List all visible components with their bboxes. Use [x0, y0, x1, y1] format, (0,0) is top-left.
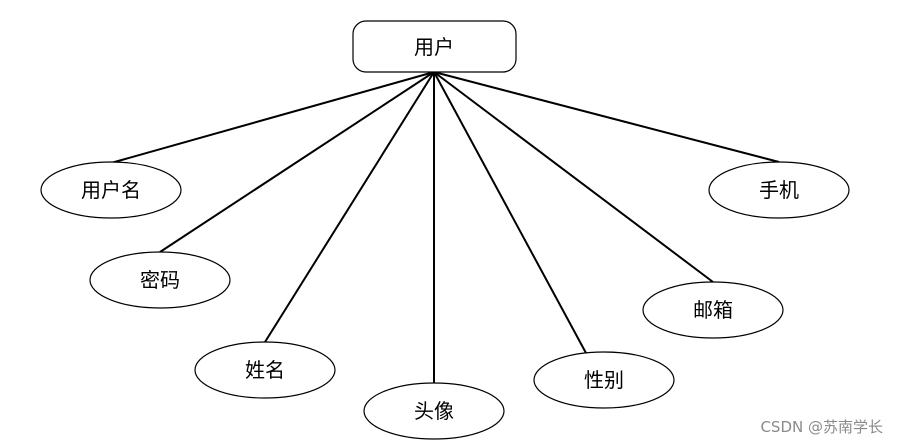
- watermark: CSDN @苏南学长: [760, 418, 883, 436]
- attribute-ellipse: [533, 351, 675, 409]
- attribute-ellipse: [89, 251, 231, 309]
- entity-label: 用户: [414, 35, 454, 59]
- attribute-label: 邮箱: [693, 298, 733, 322]
- edge-gender: [433, 71, 587, 354]
- edge-password: [159, 71, 435, 253]
- attribute-name: 姓名: [194, 341, 336, 399]
- attribute-ellipse: [708, 161, 850, 219]
- entity-box: [352, 20, 517, 73]
- entity-user: 用户: [352, 20, 517, 73]
- attribute-label: 用户名: [81, 178, 141, 202]
- attribute-email: 邮箱: [642, 281, 784, 339]
- attribute-avatar: 头像: [363, 382, 505, 440]
- attribute-ellipse: [642, 281, 784, 339]
- attribute-label: 头像: [414, 399, 454, 423]
- attribute-password: 密码: [89, 251, 231, 309]
- attribute-gender: 性别: [533, 351, 675, 409]
- relationship-lines: [110, 71, 780, 383]
- edge-phone: [433, 71, 780, 163]
- attribute-ellipse: [194, 341, 336, 399]
- edge-email: [433, 71, 714, 283]
- attribute-label: 姓名: [245, 358, 285, 382]
- attribute-label: 密码: [140, 268, 180, 292]
- edge-username: [110, 71, 435, 164]
- attribute-phone: 手机: [708, 161, 850, 219]
- attribute-label: 手机: [759, 178, 799, 202]
- attribute-ellipse: [40, 161, 182, 219]
- attribute-username: 用户名: [40, 161, 182, 219]
- attribute-ellipse: [363, 382, 505, 440]
- attribute-label: 性别: [584, 368, 624, 392]
- edge-name: [264, 71, 435, 343]
